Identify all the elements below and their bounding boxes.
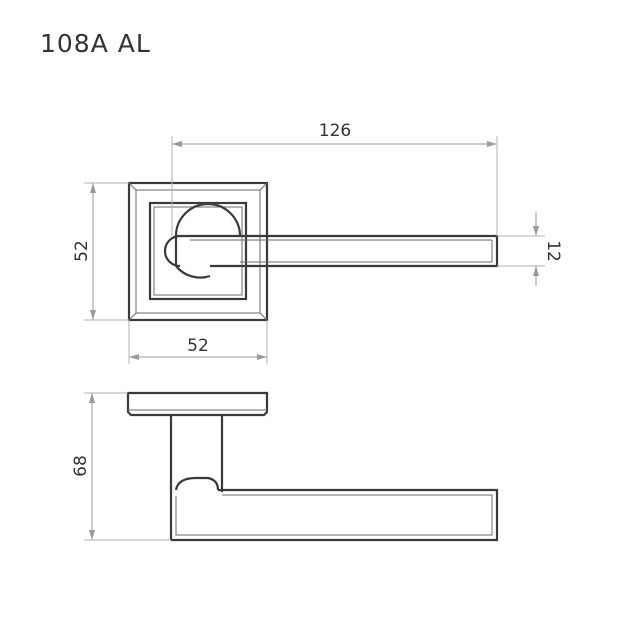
- dimension-rosette-height: 52: [72, 182, 129, 321]
- arrow-head: [90, 310, 96, 320]
- arrow-head: [487, 141, 497, 147]
- dimension-label-52-horizontal: 52: [187, 336, 209, 356]
- model-title: 108A AL: [40, 29, 151, 58]
- hub-circle-bottom: [175, 265, 211, 279]
- rosette-inner: [148, 201, 248, 301]
- lever-bar: [163, 234, 499, 268]
- dimension-rosette-width: 52: [128, 320, 268, 364]
- arrow-head: [89, 393, 95, 403]
- rosette-inner-edge: [153, 206, 243, 296]
- dimension-label-52-vertical: 52: [72, 240, 92, 262]
- arrow-head: [90, 183, 96, 193]
- rosette-plate-side: [126, 391, 269, 417]
- rosette-outer: [127, 181, 269, 322]
- dimension-total-depth: 68: [71, 392, 171, 541]
- lever-side-edge: [175, 494, 493, 536]
- bevel-corner: [128, 182, 137, 191]
- arrow-head: [533, 226, 539, 236]
- arrow-head: [257, 354, 267, 360]
- hub-circle-top: [174, 202, 242, 237]
- dimension-lever-length: 126: [171, 121, 498, 236]
- dimension-label-68: 68: [71, 455, 91, 477]
- lever-side-hub: [174, 476, 220, 491]
- arrow-head: [129, 354, 139, 360]
- arrow-head: [533, 266, 539, 276]
- lever-side-body: [171, 488, 499, 542]
- dimension-label-126: 126: [319, 121, 351, 141]
- side-view: [126, 391, 499, 542]
- bevel-corner: [128, 312, 137, 321]
- dimension-label-12: 12: [543, 240, 563, 262]
- front-view: [127, 181, 499, 322]
- arrow-head: [89, 530, 95, 540]
- dimension-lever-thickness: 12: [497, 212, 563, 286]
- rosette-bevel: [135, 189, 261, 314]
- bevel-corner: [259, 312, 268, 321]
- arrow-head: [172, 141, 182, 147]
- bevel-corner: [259, 182, 268, 191]
